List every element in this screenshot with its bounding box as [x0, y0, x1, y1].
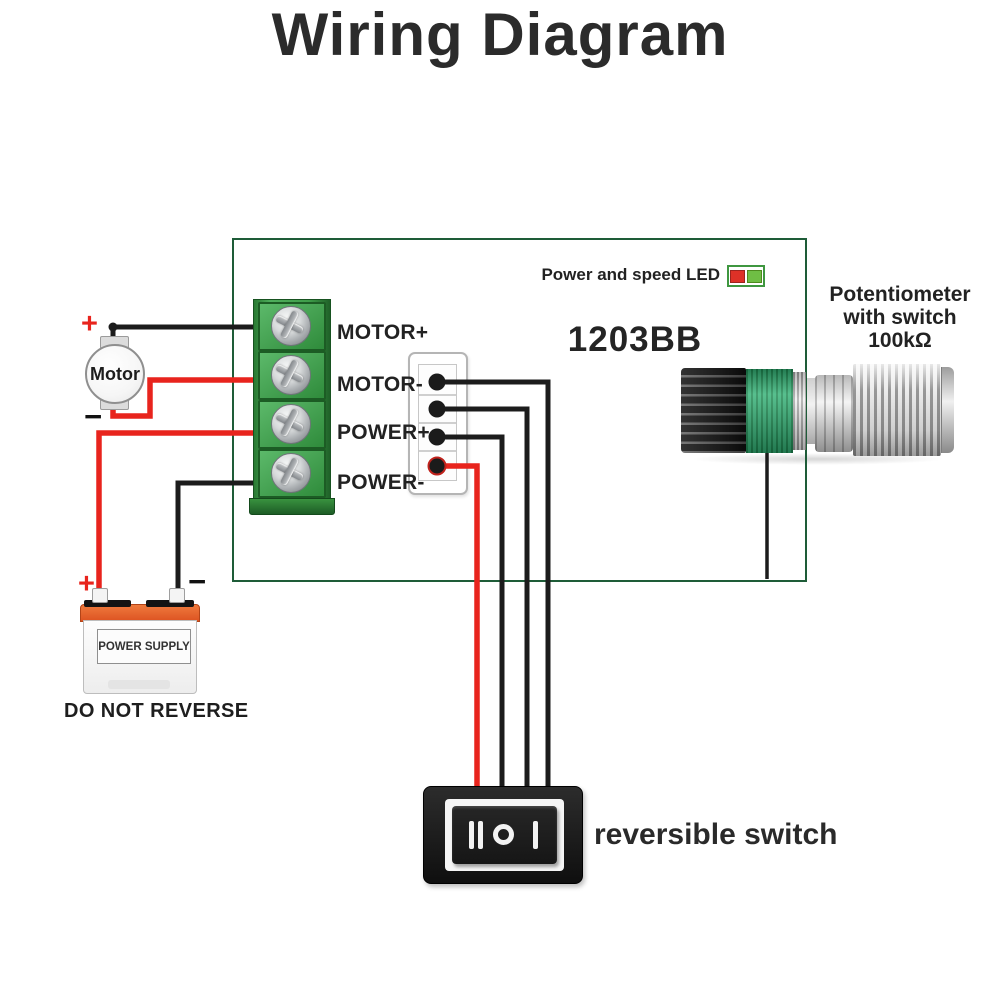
led-label: Power and speed LED	[541, 265, 720, 284]
motor-label: Motor	[90, 363, 140, 384]
terminal-label-power-minus: POWER-	[337, 471, 425, 494]
terminal-label-motor-plus: MOTOR+	[337, 321, 429, 344]
terminal-label-power-plus: POWER+	[337, 421, 430, 444]
power-supply-label-box: POWER SUPPLY	[97, 629, 191, 664]
connector-divider	[419, 450, 456, 452]
speed-led-green	[747, 269, 762, 283]
led-indicator	[727, 265, 765, 287]
potentiometer-neck	[807, 378, 815, 444]
reversible-switch-label: reversible switch	[594, 818, 838, 851]
terminal-block	[253, 299, 331, 500]
potentiometer-label: Potentiometer with switch 100kΩ	[810, 283, 990, 352]
terminal-cell-motor-minus	[258, 351, 326, 400]
screw-icon	[271, 453, 311, 493]
battery-terminal-bar-left	[84, 600, 131, 607]
potentiometer-green-band	[746, 369, 793, 453]
do-not-reverse-warning: DO NOT REVERSE	[64, 700, 249, 722]
switch-rocker	[452, 806, 557, 864]
motor-plus-sign: +	[81, 308, 98, 340]
potentiometer-body	[853, 364, 941, 456]
power-led-red	[730, 269, 745, 283]
terminal-cell-power-minus	[258, 449, 326, 498]
battery-terminal-bar-right	[146, 600, 194, 607]
terminal-cell-power-plus	[258, 400, 326, 449]
switch-frame	[445, 799, 564, 871]
potentiometer-name: Potentiometer	[829, 283, 971, 306]
power-supply-label: POWER SUPPLY	[98, 640, 190, 653]
terminal-cell-motor-plus	[258, 302, 326, 351]
potentiometer-bushing	[815, 375, 853, 452]
screw-icon	[271, 355, 311, 395]
page-title: Wiring Diagram	[271, 1, 729, 68]
motor-symbol: Motor	[85, 344, 145, 404]
position-II-icon	[469, 821, 474, 849]
potentiometer-knob	[681, 368, 746, 453]
terminal-block-base	[249, 498, 335, 515]
potentiometer-value: 100kΩ	[868, 329, 932, 352]
board-model: 1203BB	[567, 320, 703, 359]
position-I-icon	[533, 821, 538, 849]
battery-plus-sign: +	[78, 568, 95, 600]
position-O-icon	[493, 824, 514, 845]
connector-divider	[419, 394, 456, 396]
reversible-switch	[423, 786, 583, 884]
battery-minus-sign: −	[188, 564, 207, 599]
motor-minus-sign: −	[84, 399, 103, 434]
potentiometer-knurled-ring	[793, 372, 806, 450]
position-II-icon	[478, 821, 483, 849]
wire-junction-dot	[108, 322, 118, 332]
potentiometer-sub: with switch	[843, 306, 957, 329]
potentiometer-shadow	[690, 453, 945, 465]
battery-tray	[108, 680, 170, 689]
terminal-label-motor-minus: MOTOR-	[337, 373, 423, 396]
screw-icon	[271, 306, 311, 346]
screw-icon	[271, 404, 311, 444]
potentiometer-end-cap	[941, 367, 954, 453]
battery-terminal-cap-right	[169, 588, 185, 603]
